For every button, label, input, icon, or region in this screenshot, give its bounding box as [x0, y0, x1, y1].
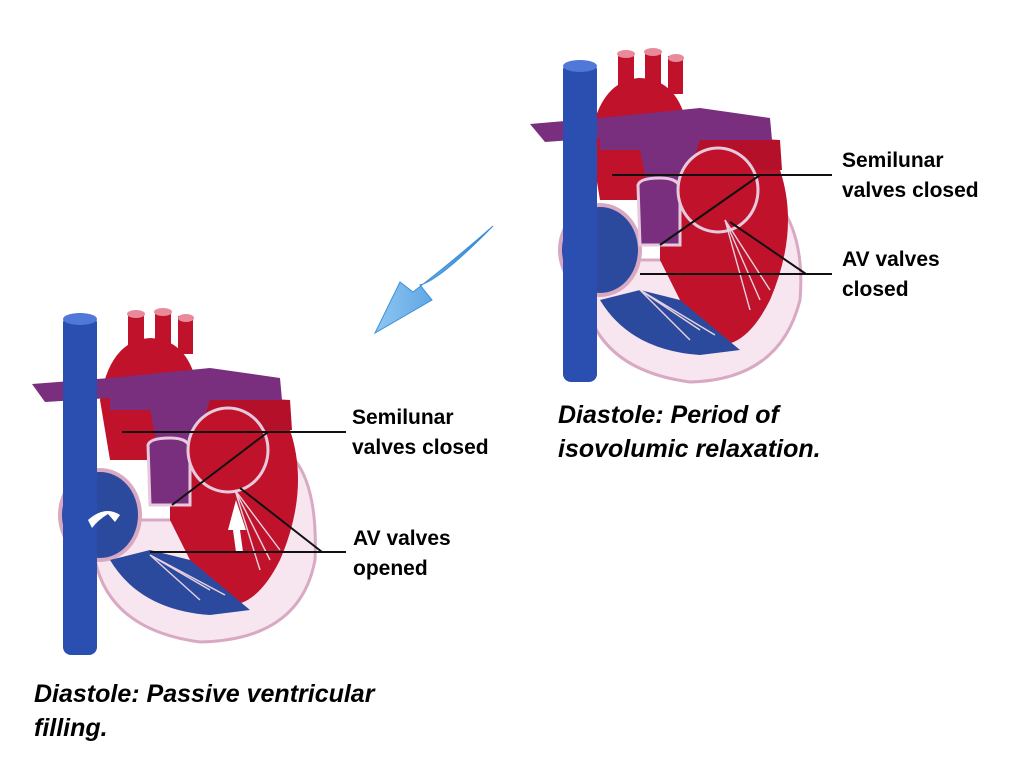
leader-lines-top — [612, 174, 832, 275]
right-ventricle — [600, 290, 740, 355]
caption-isovolumic-relaxation: Diastole: Period of isovolumic relaxatio… — [558, 398, 821, 466]
label-line: valves closed — [352, 436, 489, 459]
caption-line: Diastole: Period of — [558, 401, 779, 429]
label-line: closed — [842, 278, 909, 301]
aorta-branch — [155, 310, 171, 352]
label-av-valves-opened: AV valves opened — [353, 524, 451, 584]
caption-line: filling. — [34, 714, 108, 742]
caption-passive-ventricular-filling: Diastole: Passive ventricular filling. — [34, 677, 374, 745]
flow-arrow-icon — [88, 511, 120, 528]
aorta-branch — [178, 316, 193, 354]
mitral-region — [186, 406, 270, 494]
heart-isovolumic-relaxation — [530, 48, 832, 384]
superior-vena-cava — [563, 62, 597, 382]
chordae-tendineae — [639, 219, 771, 341]
pulmonary-trunk — [600, 108, 772, 200]
flow-arrow-icon — [228, 500, 246, 552]
superior-vena-cava — [63, 315, 97, 655]
pulmonary-trunk — [110, 368, 282, 460]
label-line: AV valves — [353, 527, 451, 550]
label-semilunar-valves-closed-bottom: Semilunar valves closed — [352, 403, 489, 463]
label-av-valves-closed: AV valves closed — [842, 245, 940, 305]
label-line: valves closed — [842, 179, 979, 202]
label-line: Semilunar — [842, 149, 944, 172]
aorta-branch — [645, 50, 661, 92]
label-line: opened — [353, 557, 428, 580]
transition-arrow — [373, 225, 494, 335]
aorta-branch — [618, 52, 634, 92]
aorta-branch — [668, 56, 683, 94]
aorta-branch — [128, 312, 144, 352]
chordae-tendineae — [149, 489, 281, 601]
label-line: Semilunar — [352, 406, 454, 429]
label-semilunar-valves-closed-top: Semilunar valves closed — [842, 146, 979, 206]
leader-lines-bottom — [122, 431, 346, 553]
label-line: AV valves — [842, 248, 940, 271]
caption-line: Diastole: Passive ventricular — [34, 680, 375, 708]
mitral-region — [676, 146, 760, 234]
heart-passive-filling — [32, 308, 346, 655]
caption-line: isovolumic relaxation. — [558, 435, 821, 463]
